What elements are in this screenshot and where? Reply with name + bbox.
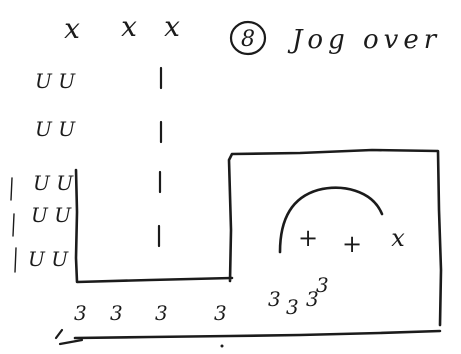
left-edge-stroke xyxy=(10,177,17,273)
bottom-mark: 3 xyxy=(110,301,123,325)
play-number-circle xyxy=(229,20,267,56)
hash-stroke xyxy=(54,328,84,346)
left-mark: U U xyxy=(35,69,76,93)
bottom-mark: 3 xyxy=(155,301,168,325)
bottom-mark: 3 xyxy=(214,301,227,325)
left-mark: U U xyxy=(33,171,74,195)
play-arc xyxy=(278,186,384,254)
play-title: 8 Jog over xyxy=(229,20,441,56)
left-marks: U U U U U U U U U U xyxy=(28,69,76,271)
left-mark: U U xyxy=(31,203,72,227)
bottom-mark: 3 xyxy=(74,301,87,325)
play-number: 8 xyxy=(241,27,255,52)
top-marker: x xyxy=(64,12,80,45)
top-markers: x x x xyxy=(64,10,180,45)
left-mark: U U xyxy=(28,247,69,271)
bottom-mark: 3 xyxy=(268,287,281,311)
bottom-mark: 3 xyxy=(306,287,319,311)
left-mark: U U xyxy=(35,117,76,141)
bottom-marks: 3 3 3 3 3 3 3 3 xyxy=(74,273,329,325)
bottom-mark: 3 xyxy=(286,295,299,319)
field-outline xyxy=(74,148,443,327)
play-marker: x xyxy=(391,224,405,252)
bottom-mark: 3 xyxy=(316,273,329,297)
play-name: Jog over xyxy=(287,25,441,55)
top-marker: x xyxy=(164,10,180,43)
ink-dot xyxy=(220,344,224,348)
bottom-line xyxy=(73,329,442,340)
play-marker: + xyxy=(298,224,318,252)
play-markers: + + x xyxy=(298,224,405,258)
play-marker: + xyxy=(342,230,362,258)
dashed-vertical-line xyxy=(157,66,163,248)
top-marker: x xyxy=(121,10,137,43)
